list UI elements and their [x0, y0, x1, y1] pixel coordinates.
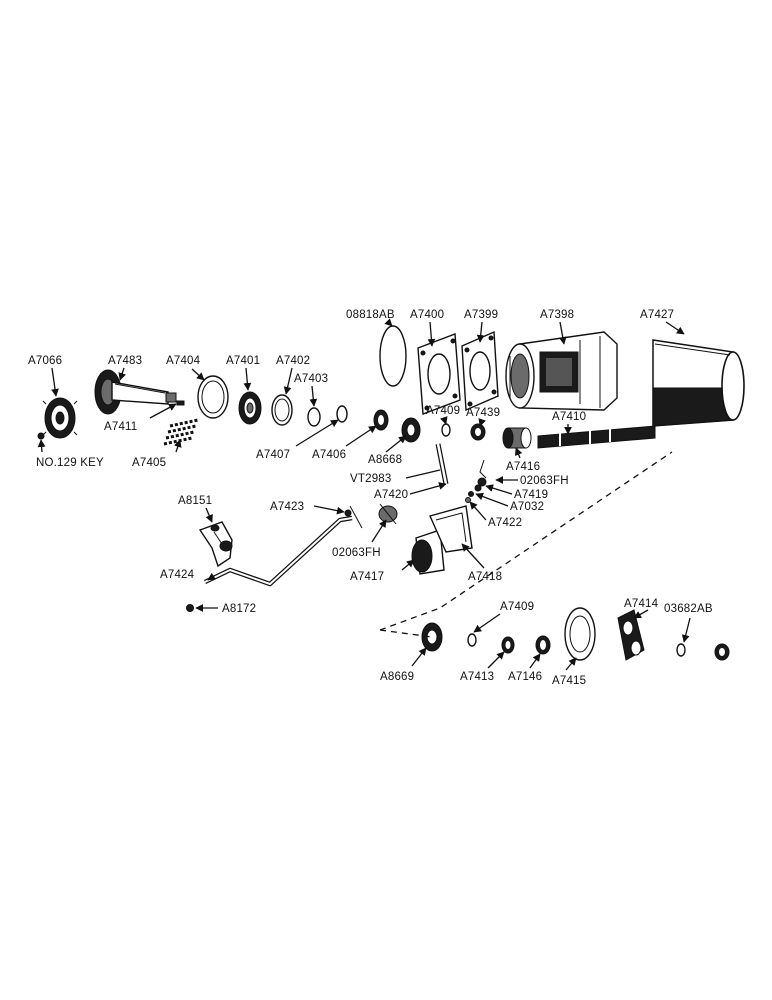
part-no129-key: [37, 432, 45, 440]
part-a7146-ring: [535, 635, 551, 655]
label-a7417: A7417: [350, 571, 384, 583]
part-a7404-ring: [197, 375, 229, 419]
part-a7427-cover: [652, 339, 745, 427]
part-a7423-bolt: [344, 505, 363, 529]
part-labels: A7066 NO.129 KEY A7483 A7411 A7405 A7404…: [28, 309, 713, 687]
label-vt2983: VT2983: [350, 473, 391, 485]
label-a7416: A7416: [506, 461, 540, 473]
label-a8172: A8172: [222, 603, 256, 615]
label-a7423: A7423: [270, 501, 304, 513]
label-a7439: A7439: [466, 407, 500, 419]
part-a7402-ring: [271, 394, 293, 426]
label-a7420: A7420: [374, 489, 408, 501]
label-a7414: A7414: [624, 598, 659, 610]
assembly-dashed-line: [379, 451, 673, 638]
part-a7406-seal: [373, 409, 389, 431]
label-a7424: A7424: [160, 569, 195, 581]
label-02063fh-lower: 02063FH: [332, 547, 381, 559]
label-a7419: A7419: [514, 489, 548, 501]
label-a7405: A7405: [132, 457, 166, 469]
part-a7483-gear-shaft: [94, 369, 177, 415]
label-a7422: A7422: [488, 517, 522, 529]
label-a8669: A8669: [380, 671, 414, 683]
part-end-seal: [714, 643, 730, 661]
part-a7424-rod: [204, 515, 353, 587]
part-a7398-housing: [505, 331, 618, 411]
part-a7403-ring: [307, 407, 321, 427]
part-a7401-bearing: [238, 391, 262, 425]
part-vt2983-pin: [435, 443, 449, 485]
label-a7406: A7406: [312, 449, 346, 461]
label-a8668: A8668: [368, 454, 402, 466]
label-03682ab: 03682AB: [664, 603, 713, 615]
part-a7409-ring-upper: [441, 423, 451, 437]
part-a8172-pin: [186, 604, 194, 612]
part-a7405-rollers: [163, 418, 199, 446]
part-a7407-ring: [336, 405, 348, 423]
part-a8151-fork: [198, 521, 233, 568]
label-a7409-lower: A7409: [500, 601, 534, 613]
label-no129-key: NO.129 KEY: [36, 457, 104, 469]
label-a7398: A7398: [540, 309, 574, 321]
part-a7416-bushing: [502, 427, 532, 449]
label-a7410: A7410: [552, 411, 586, 423]
leader-lines: [37, 318, 691, 671]
label-a7401: A7401: [226, 355, 260, 367]
label-a7066: A7066: [28, 355, 62, 367]
part-a7418-bracket: [429, 505, 473, 553]
part-a7066-gear-nut: [42, 397, 78, 439]
part-a8669-seal: [421, 622, 443, 652]
label-a7483: A7483: [108, 355, 142, 367]
label-a8151: A8151: [178, 495, 212, 507]
part-a7419-linkage: [465, 459, 487, 503]
part-a7400-plate: [417, 333, 461, 415]
label-02063fh-upper: 02063FH: [520, 475, 569, 487]
label-a7032: A7032: [510, 501, 544, 513]
part-a8668-seal: [401, 417, 421, 443]
label-a7415: A7415: [552, 675, 586, 687]
part-a7411-key: [176, 400, 185, 406]
label-a7407: A7407: [256, 449, 290, 461]
label-a7409-upper: A7409: [426, 405, 460, 417]
label-a7404: A7404: [166, 355, 201, 367]
part-a7409-ring-lower: [467, 633, 477, 647]
label-a7403: A7403: [294, 373, 328, 385]
label-a7413: A7413: [460, 671, 494, 683]
part-a7417-lever: [378, 503, 445, 575]
label-a7427: A7427: [640, 309, 674, 321]
part-08818ab-gasket: [379, 325, 407, 387]
part-a7399-plate: [461, 330, 499, 412]
part-a7439-ring: [470, 423, 486, 441]
label-a7418: A7418: [468, 571, 502, 583]
label-a7146: A7146: [508, 671, 542, 683]
part-a7415-gasket: [564, 607, 596, 661]
label-a7411: A7411: [104, 421, 137, 433]
part-a7414-arm: [617, 609, 645, 661]
label-a7402: A7402: [276, 355, 310, 367]
label-a7400: A7400: [410, 309, 444, 321]
label-08818ab: 08818AB: [346, 309, 395, 321]
part-03682ab-ring: [676, 643, 686, 657]
part-a7413-ring: [501, 636, 515, 654]
label-a7399: A7399: [464, 309, 498, 321]
part-a7410-shaft: [537, 425, 656, 449]
